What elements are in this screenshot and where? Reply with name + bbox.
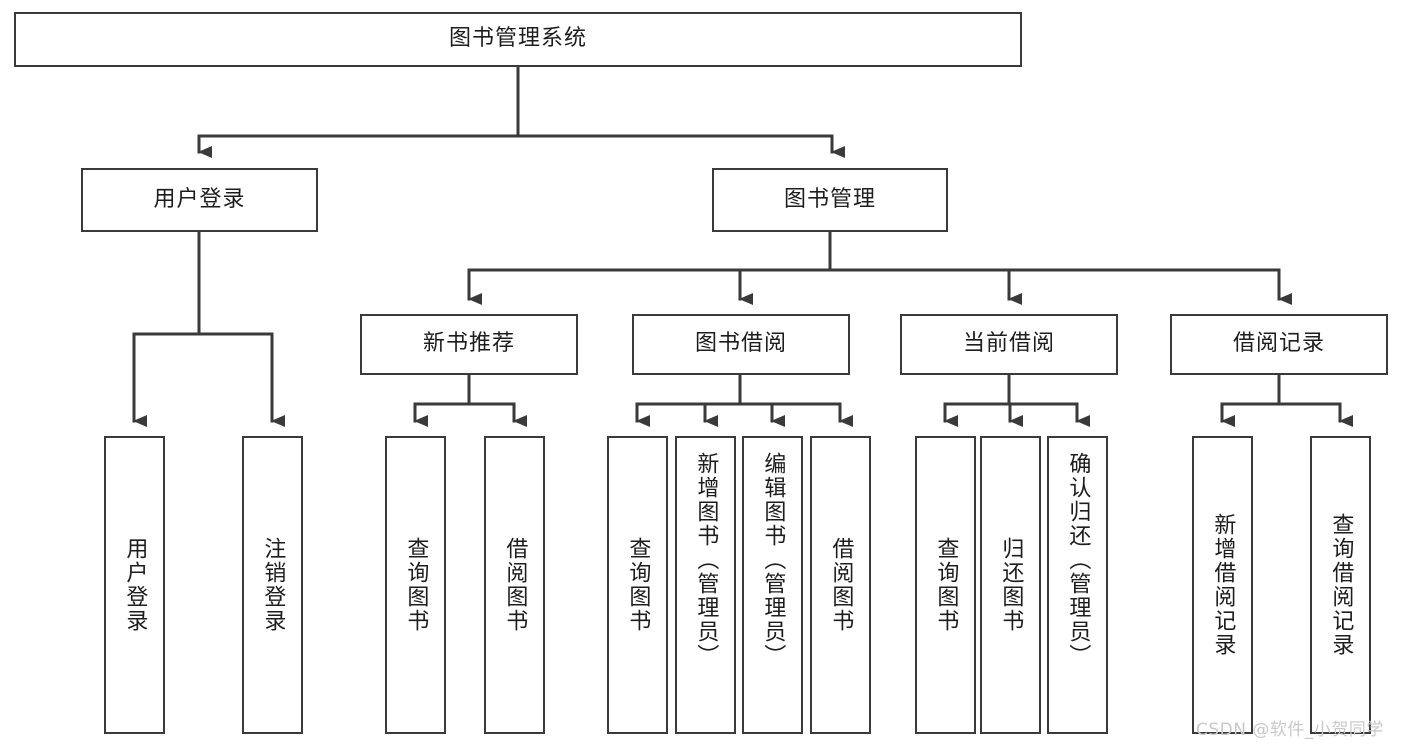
leaf-add-borrow-record[interactable]: 新增借阅记录 xyxy=(1192,436,1253,734)
node-book-borrow[interactable]: 图书借阅 xyxy=(632,314,850,375)
leaf-query-borrow-record[interactable]: 查询借阅记录 xyxy=(1310,436,1371,734)
leaf-query-book-borrow[interactable]: 查询图书 xyxy=(607,436,668,734)
leaf-user-login[interactable]: 用户登录 xyxy=(104,436,165,734)
leaf-query-book-recommend[interactable]: 查询图书 xyxy=(385,436,446,734)
node-user-login[interactable]: 用户登录 xyxy=(81,168,318,232)
node-book-management[interactable]: 图书管理 xyxy=(712,168,948,232)
leaf-return-book[interactable]: 归还图书 xyxy=(980,436,1041,734)
node-current-borrow[interactable]: 当前借阅 xyxy=(900,314,1118,375)
leaf-borrow-book-recommend[interactable]: 借阅图书 xyxy=(484,436,545,734)
leaf-user-logout[interactable]: 注销登录 xyxy=(242,436,303,734)
leaf-query-book-current[interactable]: 查询图书 xyxy=(915,436,976,734)
leaf-borrow-book[interactable]: 借阅图书 xyxy=(810,436,871,734)
node-root[interactable]: 图书管理系统 xyxy=(14,12,1022,67)
node-borrow-record[interactable]: 借阅记录 xyxy=(1170,314,1388,375)
node-new-book-recommend[interactable]: 新书推荐 xyxy=(360,314,578,375)
leaf-edit-book-admin[interactable]: 编辑图书（管理员） xyxy=(742,436,803,734)
leaf-add-book-admin[interactable]: 新增图书（管理员） xyxy=(675,436,736,734)
leaf-confirm-return-admin[interactable]: 确认归还（管理员） xyxy=(1047,436,1108,734)
